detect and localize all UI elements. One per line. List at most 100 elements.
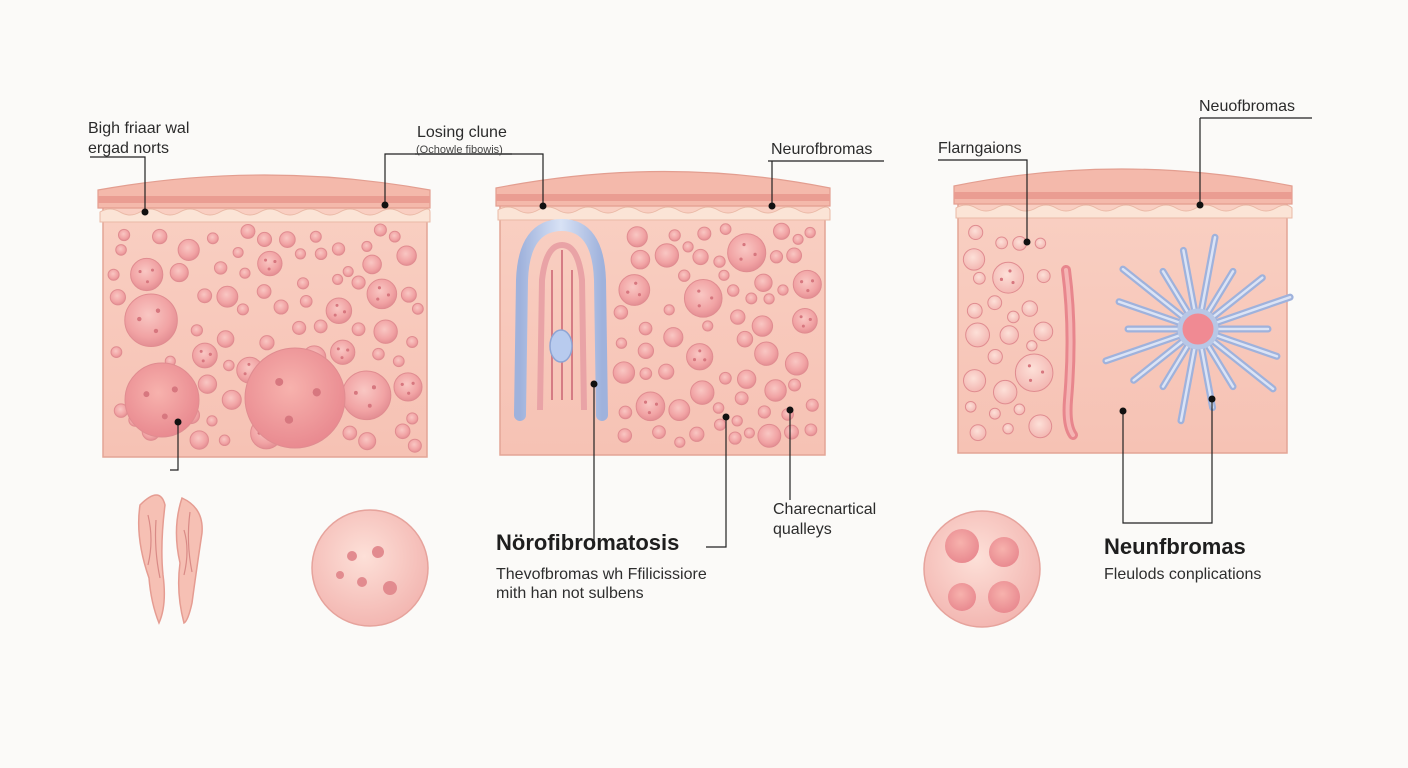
cell <box>310 231 321 242</box>
panel2-side-label-line2: qualleys <box>773 520 832 540</box>
cell <box>973 272 985 284</box>
cell <box>1022 301 1037 316</box>
cell-nucleus <box>802 325 805 328</box>
cell <box>669 230 680 241</box>
cell <box>773 223 789 239</box>
cell-nucleus <box>800 315 803 318</box>
cell <box>989 408 1000 419</box>
cell <box>331 340 355 364</box>
cell <box>1035 238 1045 248</box>
cell-nucleus <box>268 267 271 270</box>
cell <box>217 331 234 348</box>
cell <box>969 225 983 239</box>
cell <box>190 431 208 449</box>
cell <box>362 241 372 251</box>
cell <box>363 255 382 274</box>
cell <box>613 362 634 383</box>
cell <box>963 249 984 270</box>
cell <box>732 416 742 426</box>
cell-nucleus <box>372 385 376 389</box>
cell-nucleus <box>806 289 809 292</box>
cell <box>295 249 305 259</box>
cell-nucleus <box>655 403 658 406</box>
cell <box>755 342 778 365</box>
cell <box>639 322 652 335</box>
cell-nucleus <box>247 363 250 366</box>
cell <box>217 286 238 307</box>
cell-nucleus <box>275 378 283 386</box>
cell <box>131 258 163 290</box>
panel3-title: Neunfbromas <box>1104 534 1246 560</box>
panel2-side-label-line1: Charecnartical <box>773 500 876 520</box>
cell-nucleus <box>1041 371 1044 374</box>
cell <box>758 424 781 447</box>
cell <box>258 251 282 275</box>
cell <box>640 368 652 380</box>
cell <box>280 232 296 248</box>
panel1-top-mid-label: Losing clune <box>417 123 507 143</box>
cell-nucleus <box>387 293 390 296</box>
cell <box>619 275 650 306</box>
cell <box>343 426 357 440</box>
cell-nucleus <box>710 297 713 300</box>
cell <box>683 242 693 252</box>
cell <box>1014 404 1025 415</box>
cell-nucleus <box>739 258 742 261</box>
cell-nucleus <box>244 372 247 375</box>
cell <box>746 293 757 304</box>
cell-nucleus <box>354 391 358 395</box>
cell <box>967 303 982 318</box>
cell-nucleus <box>703 358 706 361</box>
cell <box>805 424 817 436</box>
cell <box>326 298 351 323</box>
cell <box>352 323 365 336</box>
cell-nucleus <box>378 286 381 289</box>
cell <box>1027 341 1037 351</box>
panel3-vessel <box>1066 270 1073 435</box>
cell <box>778 285 788 295</box>
cell <box>407 413 418 424</box>
cell <box>397 246 416 265</box>
cell-nucleus <box>146 280 149 283</box>
cell <box>111 347 122 358</box>
cell <box>395 424 410 439</box>
panel3-desc: Fleulods conplications <box>1104 564 1261 585</box>
cell <box>785 352 808 375</box>
cell <box>343 267 353 277</box>
cell <box>655 244 678 267</box>
cell-nucleus <box>407 392 410 395</box>
panel2-title: Nörofibromatosis <box>496 530 679 556</box>
cell <box>233 247 243 257</box>
panel1-excised-nerve-fragments <box>139 495 202 623</box>
cell <box>359 433 376 450</box>
cell-nucleus <box>634 282 637 285</box>
cell-nucleus <box>648 411 651 414</box>
cell <box>714 256 725 267</box>
cell <box>805 227 815 237</box>
cell-nucleus <box>809 318 812 321</box>
cell <box>996 237 1008 249</box>
cell <box>619 406 632 419</box>
cell <box>659 364 674 379</box>
cell-nucleus <box>346 349 349 352</box>
cell <box>727 285 738 296</box>
cell-nucleus <box>1028 364 1031 367</box>
cell <box>664 305 674 315</box>
cell-nucleus <box>644 401 647 404</box>
neurofibroma-core <box>1180 311 1216 347</box>
cell <box>333 274 343 284</box>
cell <box>394 373 422 401</box>
cell-nucleus <box>1029 379 1032 382</box>
cell-nucleus <box>626 291 629 294</box>
cell <box>116 245 127 256</box>
cell-nucleus <box>337 347 340 350</box>
cell-nucleus <box>1011 281 1014 284</box>
cell <box>966 323 990 347</box>
cell <box>720 372 732 384</box>
cell <box>224 360 235 371</box>
cell <box>698 227 711 240</box>
panel1-top-left-label-line2: ergad norts <box>88 139 169 159</box>
cell <box>314 320 327 333</box>
cell <box>367 279 397 309</box>
cell <box>1015 354 1053 392</box>
